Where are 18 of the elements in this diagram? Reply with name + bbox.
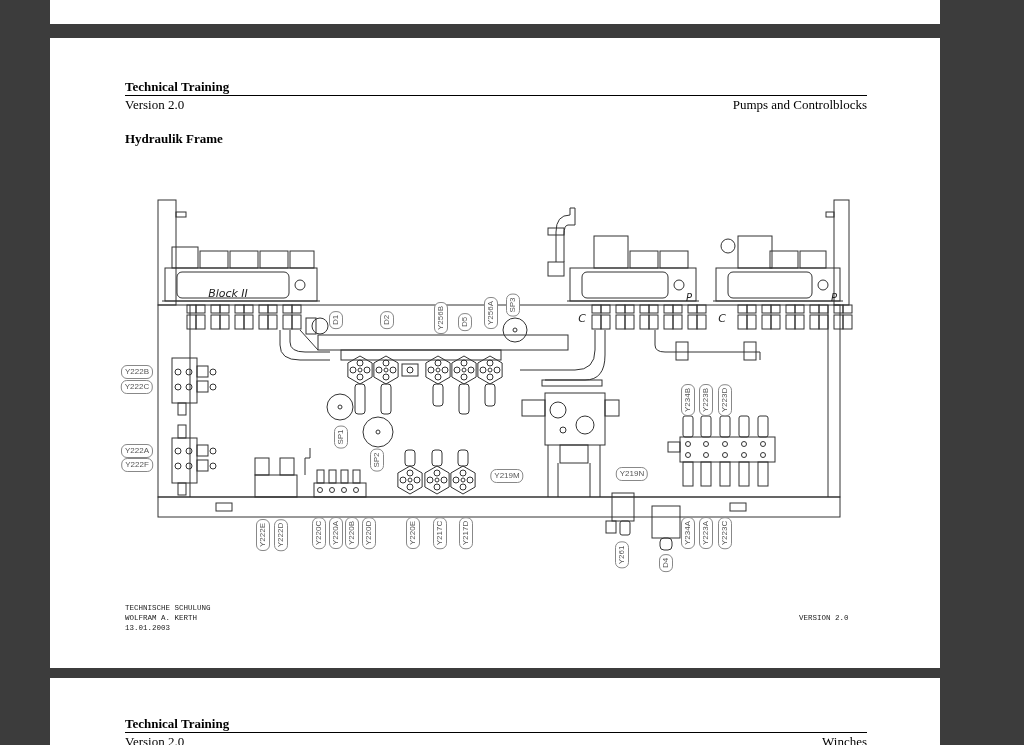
header-text: Pumps and Controlblocks bbox=[732, 97, 867, 112]
callout-label: Y261 bbox=[615, 541, 629, 569]
callout-label: SP2 bbox=[370, 448, 384, 472]
port-label: P bbox=[686, 291, 692, 303]
callout-label: SP1 bbox=[334, 425, 348, 449]
part-label: Block II bbox=[208, 286, 248, 300]
callout-label: Y222F bbox=[121, 458, 153, 472]
header-text: Version 2.0 bbox=[125, 97, 185, 112]
port-label: P bbox=[831, 291, 837, 303]
callout-label: Y219M bbox=[490, 469, 524, 483]
header-title: Technical Training bbox=[125, 716, 230, 731]
part-label: C bbox=[578, 311, 586, 325]
callout-label: Y222C bbox=[120, 380, 154, 394]
section-heading: Hydraulik Frame bbox=[125, 131, 223, 146]
callout-label: Y219N bbox=[615, 467, 649, 481]
part-label: C bbox=[718, 311, 726, 325]
callout-label: SP3 bbox=[506, 293, 520, 317]
header-title: Technical Training bbox=[125, 79, 230, 94]
